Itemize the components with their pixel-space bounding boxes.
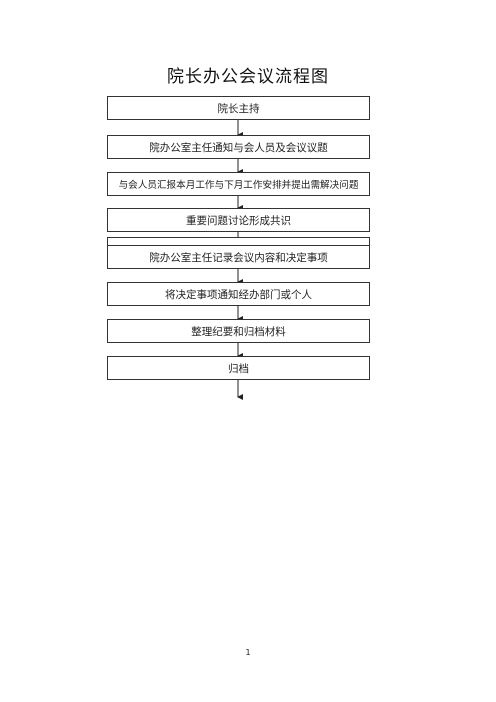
step-archive: 归档 <box>107 356 370 380</box>
step-report-work: 与会人员汇报本月工作与下月工作安排并提出需解决问题 <box>107 172 370 196</box>
step-record-decisions: 院办公室主任记录会议内容和决定事项 <box>107 245 370 269</box>
step-notify-departments: 将决定事项通知经办部门或个人 <box>107 282 370 306</box>
step-discuss-issues: 重要问题讨论形成共识 <box>107 208 370 232</box>
step-notify-attendees: 院办公室主任通知与会人员及会议议题 <box>107 135 370 159</box>
step-organize-minutes: 整理纪要和归档材料 <box>107 319 370 343</box>
step-host-meeting: 院长主持 <box>107 96 370 120</box>
page-title: 院长办公会议流程图 <box>167 67 329 87</box>
page-number: 1 <box>245 648 251 657</box>
